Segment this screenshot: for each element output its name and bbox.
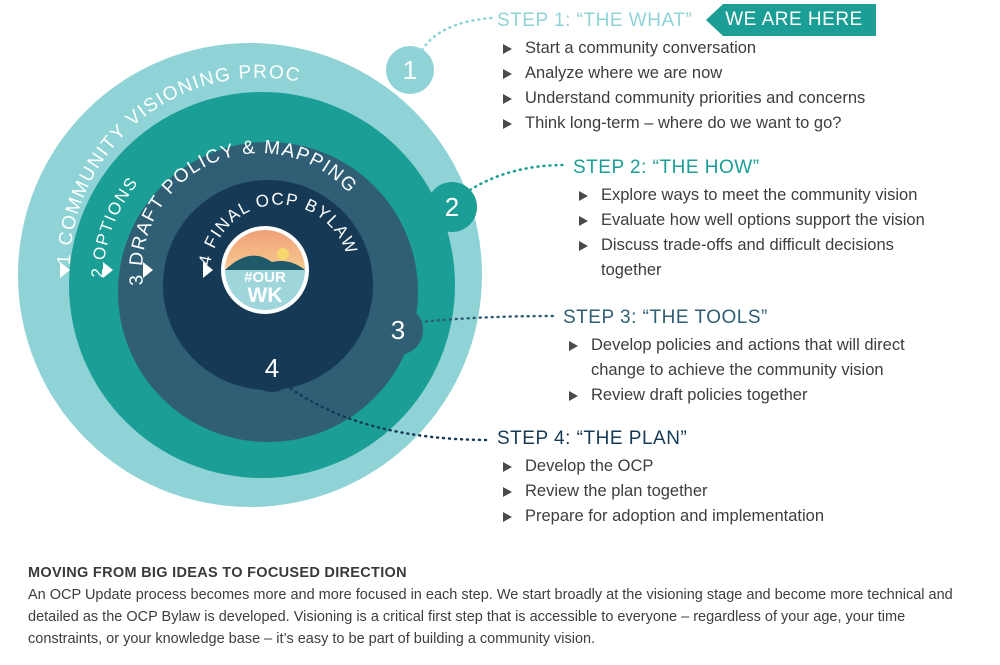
footer-body: An OCP Update process becomes more and m… (28, 587, 953, 647)
svg-text:1: 1 (403, 55, 417, 85)
footer-summary: MOVING FROM BIG IDEAS TO FOCUSED DIRECTI… (28, 565, 978, 650)
list-item: Develop policies and actions that will d… (563, 333, 963, 383)
svg-text:4: 4 (265, 353, 279, 383)
step-2: STEP 2: “THE HOW” Explore ways to meet t… (573, 157, 973, 283)
bullet-triangle-icon (503, 512, 512, 522)
step-3-title: STEP 3: “THE TOOLS” (563, 307, 768, 328)
leader-line-4 (284, 383, 492, 442)
list-item: Analyze where we are now (497, 61, 865, 86)
step-1-list: Start a community conversation Analyze w… (497, 36, 865, 136)
number-2: 2 (427, 182, 477, 232)
arrow-ring3-icon (143, 262, 153, 278)
step-4: STEP 4: “THE PLAN” Develop the OCP Revie… (497, 428, 824, 529)
number-4: 4 (248, 344, 296, 392)
list-item: Start a community conversation (497, 36, 865, 61)
list-item: Think long-term – where do we want to go… (497, 111, 865, 136)
bullet-triangle-icon (503, 94, 512, 104)
step-2-title: STEP 2: “THE HOW” (573, 157, 760, 178)
process-diagram: 1 COMMUNITY VISIONING PROCESS 2 OPTIONS … (18, 16, 567, 507)
bullet-triangle-icon (503, 487, 512, 497)
step-2-list: Explore ways to meet the community visio… (573, 183, 973, 283)
svg-text:2: 2 (445, 192, 459, 222)
step-4-list: Develop the OCP Review the plan together… (497, 454, 824, 529)
step-1-title: STEP 1: “THE WHAT” (497, 10, 693, 31)
number-1: 1 (386, 46, 434, 94)
bullet-triangle-icon (579, 241, 588, 251)
number-3: 3 (373, 305, 423, 355)
logo-line1: #OUR (244, 269, 286, 286)
bullet-triangle-icon (503, 119, 512, 129)
our-wk-logo: #OUR WK (221, 226, 309, 314)
logo-line2: WK (248, 284, 283, 307)
list-item: Review the plan together (497, 479, 824, 504)
leader-line-1 (420, 16, 494, 52)
list-item: Prepare for adoption and implementation (497, 504, 824, 529)
list-item: Develop the OCP (497, 454, 824, 479)
list-item: Discuss trade-offs and difficult decisio… (573, 233, 941, 283)
leader-line-3 (418, 314, 557, 324)
footer-title: MOVING FROM BIG IDEAS TO FOCUSED DIRECTI… (28, 565, 407, 581)
arrow-ring1-icon (60, 262, 70, 278)
arrow-ring2-icon (103, 262, 113, 278)
bullet-triangle-icon (503, 462, 512, 472)
bullet-triangle-icon (503, 44, 512, 54)
step-3-list: Develop policies and actions that will d… (563, 333, 963, 408)
bullet-triangle-icon (503, 69, 512, 79)
step-4-title: STEP 4: “THE PLAN” (497, 428, 688, 449)
bullet-triangle-icon (579, 191, 588, 201)
list-item: Review draft policies together (563, 383, 963, 408)
arrow-ring4-icon (203, 262, 213, 278)
we-are-here-badge: WE ARE HERE (706, 4, 876, 36)
list-item: Explore ways to meet the community visio… (573, 183, 973, 208)
step-1: STEP 1: “THE WHAT” Start a community con… (497, 10, 865, 136)
list-item: Understand community priorities and conc… (497, 86, 865, 111)
svg-text:3: 3 (391, 315, 405, 345)
bullet-triangle-icon (569, 391, 578, 401)
bullet-triangle-icon (579, 216, 588, 226)
list-item: Evaluate how well options support the vi… (573, 208, 973, 233)
step-3: STEP 3: “THE TOOLS” Develop policies and… (563, 307, 963, 408)
leader-line-2 (468, 163, 567, 192)
bullet-triangle-icon (569, 341, 578, 351)
